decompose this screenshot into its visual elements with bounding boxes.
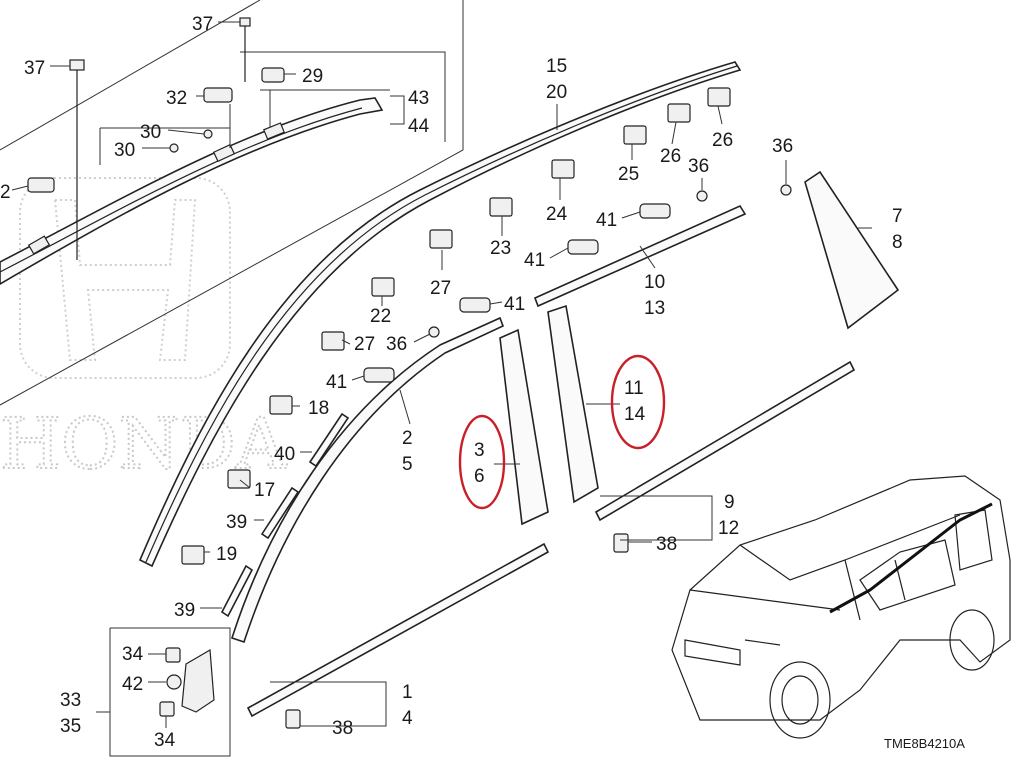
label-6: 6: [474, 466, 485, 487]
leader-lines: [11, 21, 872, 728]
label-37-left: 37: [24, 58, 45, 79]
label-39-lower: 39: [174, 600, 195, 621]
roof-molding: [138, 61, 742, 568]
label-43: 43: [408, 88, 429, 109]
label-4: 4: [402, 708, 413, 729]
seal-strips: [220, 412, 350, 618]
label-27-lower: 27: [354, 334, 375, 355]
clips: [27, 17, 792, 729]
highlight-circle-11-14: [610, 354, 666, 450]
label-12: 12: [718, 518, 739, 539]
label-5: 5: [402, 454, 413, 475]
highlight-marks: [458, 354, 666, 510]
label-42: 42: [122, 674, 143, 695]
label-7: 7: [892, 206, 903, 227]
label-30-upper: 30: [140, 122, 161, 143]
front-belt-molding: [246, 542, 550, 718]
label-33: 33: [60, 690, 81, 711]
label-34-upper: 34: [122, 644, 144, 665]
label-44: 44: [408, 116, 430, 137]
label-32: 32: [166, 88, 187, 109]
label-19: 19: [216, 544, 237, 565]
label-41-mid: 41: [504, 294, 525, 315]
label-36-left: 36: [386, 334, 407, 355]
label-36-right: 36: [772, 136, 793, 157]
highlight-circle-3-6: [458, 414, 506, 510]
vehicle-illustration: [671, 475, 1011, 739]
label-11: 11: [624, 378, 644, 399]
label-2: 2: [402, 428, 413, 449]
label-35: 35: [60, 716, 81, 737]
label-30-lower: 30: [114, 140, 135, 161]
label-41-left: 41: [326, 372, 347, 393]
label-22: 22: [370, 306, 391, 327]
label-38-right: 38: [656, 534, 677, 555]
label-9: 9: [724, 492, 735, 513]
honda-watermark: HONDA: [0, 177, 289, 486]
label-25: 25: [618, 164, 639, 185]
label-41-right: 41: [596, 210, 617, 231]
pillar-garnish-center: [547, 304, 599, 504]
label-3: 3: [474, 440, 485, 461]
label-41-upper-mid: 41: [524, 250, 545, 271]
label-18: 18: [308, 398, 329, 419]
pillar-garnish-front: [499, 328, 549, 526]
roof-rail: [0, 97, 384, 285]
label-29: 29: [302, 66, 323, 87]
label-39-upper: 39: [226, 512, 247, 533]
rear-belt-molding: [594, 360, 856, 522]
label-17: 17: [254, 480, 275, 501]
label-2-cut: 2: [0, 182, 11, 203]
label-40: 40: [274, 444, 295, 465]
diagram-code: TME8B4210A: [884, 736, 965, 751]
label-34-lower: 34: [154, 730, 176, 751]
roof-rail-group-outline: [0, 0, 464, 406]
label-37-top: 37: [192, 14, 213, 35]
label-26-left: 26: [660, 146, 681, 167]
part-labels: 37 37 32 29 30 30 2 43 44 15 20 26 26 36…: [0, 14, 965, 751]
label-36-mid: 36: [688, 156, 709, 177]
label-13: 13: [644, 298, 665, 319]
label-8: 8: [892, 232, 903, 253]
label-20: 20: [546, 82, 567, 103]
rear-door-upper-molding: [533, 204, 747, 308]
label-23: 23: [490, 238, 511, 259]
label-1: 1: [402, 682, 413, 703]
label-38-left: 38: [332, 718, 353, 739]
inset-box: [109, 627, 231, 757]
label-14: 14: [624, 404, 646, 425]
label-26-right: 26: [712, 130, 733, 151]
label-24: 24: [546, 204, 568, 225]
label-15: 15: [546, 56, 567, 77]
drip-molding: [230, 316, 505, 644]
label-10: 10: [644, 272, 665, 293]
pillar-garnish-rear: [804, 170, 900, 330]
label-27-upper: 27: [430, 278, 451, 299]
